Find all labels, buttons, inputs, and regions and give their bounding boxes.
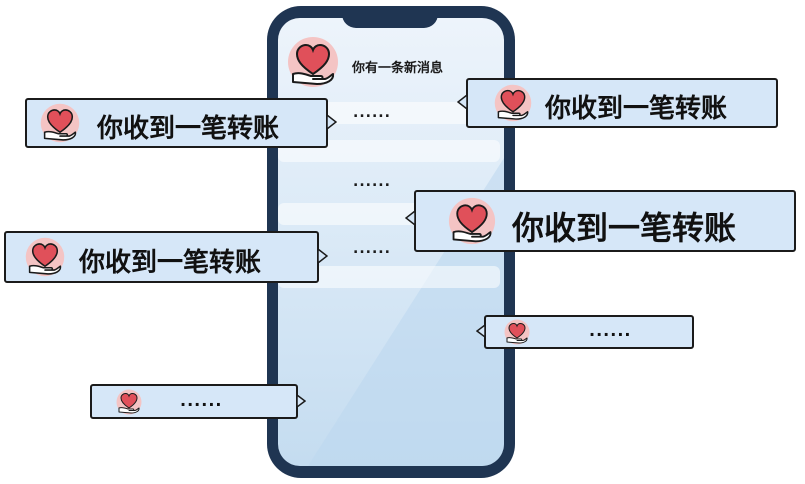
bubble-tail: [405, 211, 415, 225]
heart-in-hand-icon: [494, 84, 532, 122]
transfer-notification-card: 你收到一笔转账: [414, 190, 796, 252]
bubble-tail: [476, 325, 485, 337]
heart-in-hand-icon: [116, 389, 142, 415]
bubble-tail: [327, 115, 337, 129]
transfer-notification-card: 你收到一笔转账: [25, 98, 328, 148]
ellipsis-text: ......: [180, 391, 223, 410]
transfer-notification-card: 你收到一笔转账: [466, 78, 778, 128]
transfer-notification-card: 你收到一笔转账: [4, 231, 319, 283]
ellipsis-text: ......: [589, 321, 632, 340]
message-ellipsis: ......: [353, 174, 391, 190]
message-strip: [278, 140, 500, 162]
message-ellipsis: ......: [353, 105, 391, 121]
heart-in-hand-icon: [504, 319, 530, 345]
heart-in-hand-icon: [40, 103, 80, 143]
message-notification-card: ......: [90, 384, 298, 419]
message-strip: [278, 102, 500, 124]
message-strip: [278, 266, 500, 288]
bubble-tail: [318, 249, 328, 263]
transfer-text: 你收到一笔转账: [512, 209, 737, 247]
transfer-text: 你收到一笔转账: [97, 114, 280, 144]
new-message-text: 你有一条新消息: [352, 61, 444, 76]
bubble-tail: [297, 395, 306, 407]
heart-in-hand-icon: [448, 197, 496, 245]
transfer-text: 你收到一笔转账: [545, 94, 728, 124]
transfer-text: 你收到一笔转账: [79, 248, 262, 278]
heart-in-hand-icon: [288, 37, 338, 87]
heart-in-hand-icon: [25, 237, 65, 277]
message-notification-card: ......: [484, 315, 694, 349]
phone-notch: [342, 6, 438, 28]
message-ellipsis: ......: [353, 241, 391, 257]
bubble-tail: [457, 95, 467, 109]
